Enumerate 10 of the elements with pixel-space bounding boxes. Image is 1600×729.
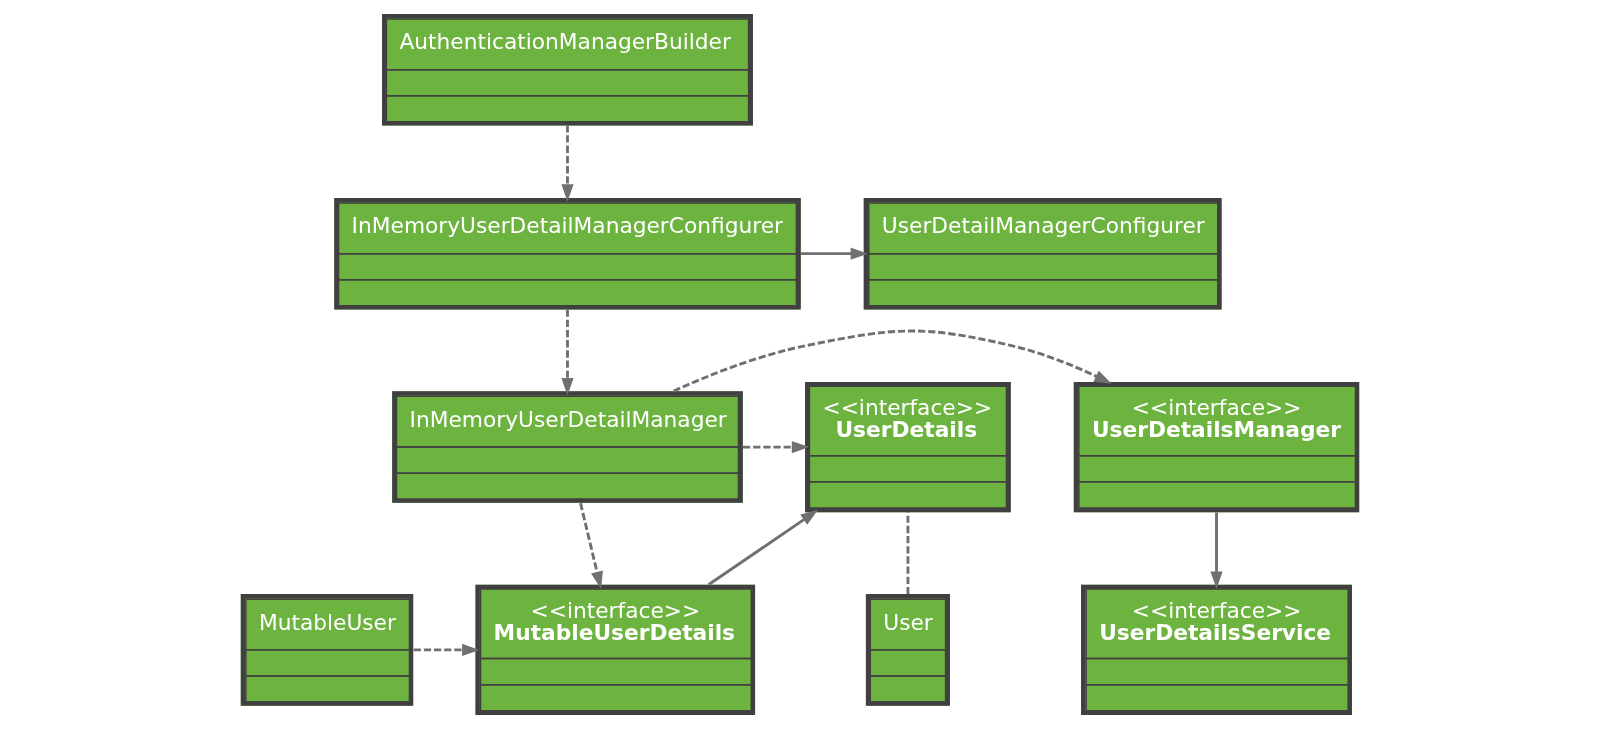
arrow <box>673 329 1112 393</box>
arrow <box>708 509 819 586</box>
arrow <box>1210 512 1223 589</box>
arrow <box>579 502 603 589</box>
arrow <box>561 309 574 396</box>
arrow <box>800 247 869 260</box>
connector <box>906 512 910 594</box>
arrow <box>561 125 574 202</box>
arrow <box>413 643 480 656</box>
arrow <box>743 440 810 454</box>
